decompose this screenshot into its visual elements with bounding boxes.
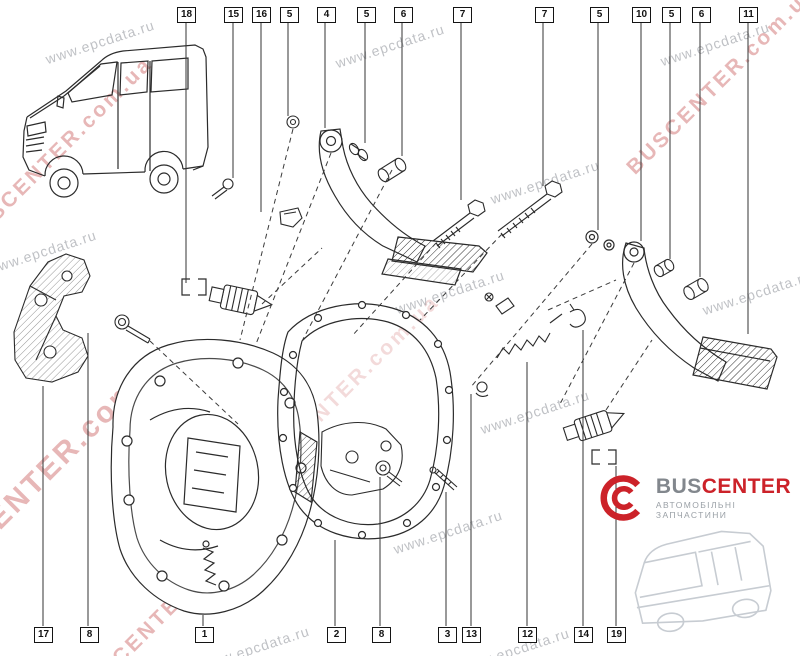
callout-box-18: 18 [177, 7, 196, 23]
bushing-5-clutch [348, 142, 369, 162]
support-bracket [320, 421, 403, 496]
callout-box-7b: 7 [535, 7, 554, 23]
callout-box-3: 3 [438, 627, 457, 643]
callout-box-8a: 8 [80, 627, 99, 643]
buscenter-logo-icon [600, 475, 641, 521]
callout-box-1: 1 [195, 627, 214, 643]
clutch-pedal-4 [318, 128, 488, 286]
callout-box-6b: 6 [692, 7, 711, 23]
callout-box-19: 19 [607, 627, 626, 643]
pedal-bracket-part-17 [13, 253, 91, 383]
brand-center: CENTER [701, 475, 792, 498]
screw-15 [211, 178, 234, 200]
gasket-2 [277, 300, 454, 540]
bolt-8-right [375, 460, 403, 487]
bolt-7a [432, 199, 486, 249]
clip-14 [569, 303, 586, 328]
callout-box-10: 10 [632, 7, 651, 23]
brake-switch-19 [562, 410, 626, 442]
callout-box-17: 17 [34, 627, 53, 643]
van-illustration [22, 44, 209, 198]
callout-box-13: 13 [462, 627, 481, 643]
bolt-7b [497, 180, 563, 239]
spring-seat-13 [476, 381, 488, 393]
washer-5-clutch [286, 115, 300, 129]
callout-box-12: 12 [518, 627, 537, 643]
callout-box-5c: 5 [590, 7, 609, 23]
callout-box-16: 16 [252, 7, 271, 23]
spacer-6-clutch [377, 157, 407, 183]
callout-box-5b: 5 [357, 7, 376, 23]
callout-box-11: 11 [739, 7, 758, 23]
return-spring-assembly-12 [475, 292, 586, 397]
callout-leader-lines [42, 23, 749, 626]
callout-box-7a: 7 [453, 7, 472, 23]
assembly-guide-lines [149, 128, 653, 425]
clutch-switch-18 [208, 284, 273, 316]
bolt-8-left [114, 314, 151, 344]
pedal-pad-11 [692, 336, 778, 390]
callout-box-14: 14 [574, 627, 593, 643]
callout-box-15: 15 [224, 7, 243, 23]
brand-name: BUSCENTER [656, 476, 800, 497]
brand-bus: BUS [655, 475, 702, 498]
spacer-6-brake [683, 277, 709, 301]
target-bracket-right [591, 449, 617, 465]
pedal-box-housing-1 [110, 338, 320, 615]
brand-tagline: АВТОМОБІЛЬНІ ЗАПЧАСТИНИ [655, 500, 737, 520]
callout-box-4: 4 [317, 7, 336, 23]
buscenter-logo-text: BUSCENTER АВТОМОБІЛЬНІ ЗАПЧАСТИНИ [656, 476, 800, 520]
stud-3 [429, 466, 458, 491]
ghost-van-sketch [634, 530, 772, 633]
callout-box-6a: 6 [394, 7, 413, 23]
callout-box-5a: 5 [280, 7, 299, 23]
bushing-5-brake [653, 258, 675, 278]
callout-box-5d: 5 [662, 7, 681, 23]
callout-box-8b: 8 [372, 627, 391, 643]
callout-box-2: 2 [327, 627, 346, 643]
clip-16 [279, 207, 303, 228]
buscenter-logo: BUSCENTER АВТОМОБІЛЬНІ ЗАПЧАСТИНИ [596, 470, 800, 526]
